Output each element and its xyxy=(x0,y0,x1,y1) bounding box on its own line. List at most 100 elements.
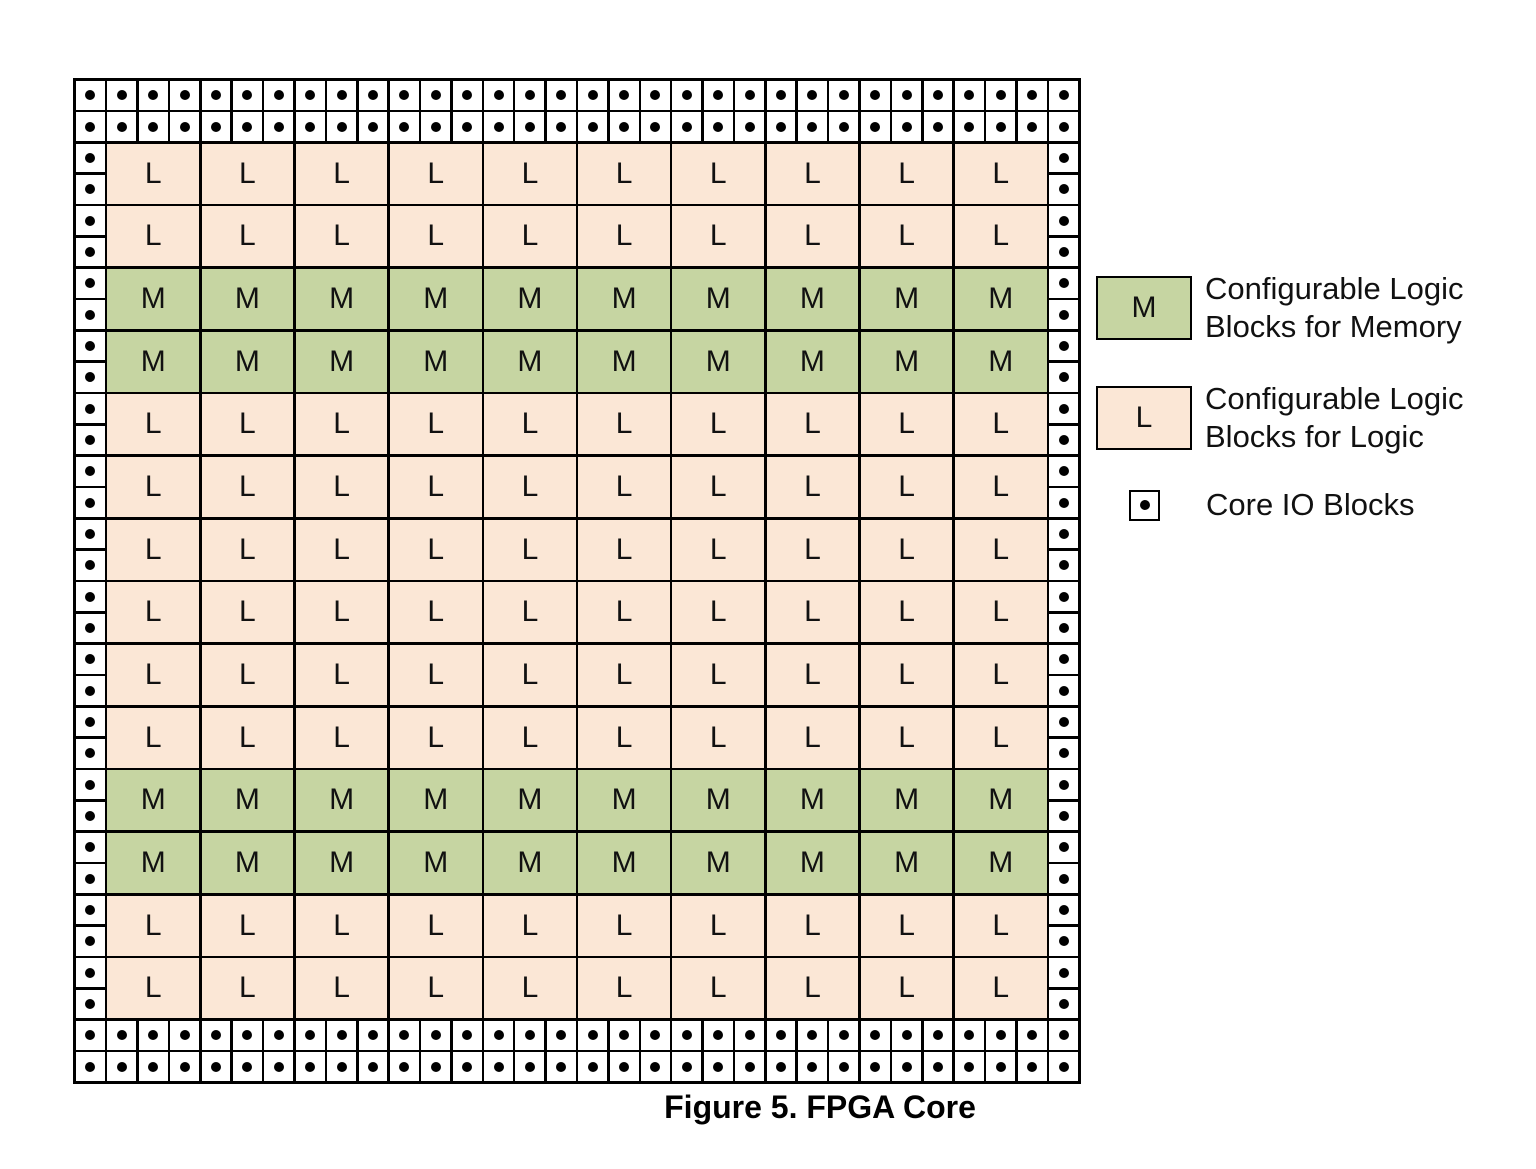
memory-swatch-letter: M xyxy=(1131,291,1157,324)
io-dot-icon xyxy=(85,466,96,477)
io-cell xyxy=(201,81,231,110)
io-dot-icon xyxy=(587,121,598,132)
io-cell xyxy=(1049,832,1078,862)
logic-block: L xyxy=(672,958,765,1019)
io-dot-icon xyxy=(650,90,661,101)
io-dot-icon xyxy=(85,842,96,853)
io-cell xyxy=(76,958,105,988)
memory-block: M xyxy=(107,770,200,831)
memory-block: M xyxy=(107,331,200,392)
io-cell xyxy=(1049,582,1078,612)
memory-block: M xyxy=(295,770,388,831)
logic-block: L xyxy=(201,394,294,455)
io-cell xyxy=(1049,958,1078,988)
io-cell xyxy=(107,81,137,110)
logic-block: L xyxy=(484,582,576,643)
io-dot-icon xyxy=(85,873,96,884)
io-cell xyxy=(703,1020,733,1050)
logic-block: L xyxy=(860,707,953,768)
io-cell xyxy=(735,81,765,110)
io-dot-icon xyxy=(1058,466,1069,477)
logic-block: L xyxy=(107,895,200,956)
logic-block: L xyxy=(578,582,670,643)
io-dot-icon xyxy=(211,1061,221,1072)
io-dot-icon xyxy=(932,1030,943,1041)
io-cell xyxy=(76,613,105,643)
io-dot-icon xyxy=(964,1030,975,1041)
memory-block: M xyxy=(201,770,294,831)
io-cell xyxy=(76,707,105,737)
logic-block: L xyxy=(766,519,859,580)
logic-block: L xyxy=(578,519,670,580)
io-cell xyxy=(484,1052,513,1081)
io-dot-icon xyxy=(838,1061,849,1072)
io-cell xyxy=(1049,456,1078,486)
io-cell xyxy=(1017,81,1047,110)
io-cell xyxy=(797,81,827,110)
io-cell xyxy=(327,1052,357,1081)
io-dot-icon xyxy=(430,1061,441,1072)
logic-block: L xyxy=(295,895,388,956)
io-dot-icon xyxy=(85,967,96,978)
logic-block: L xyxy=(484,206,576,267)
io-cell xyxy=(860,112,890,142)
io-cell xyxy=(609,81,639,110)
io-dot-icon xyxy=(1058,278,1069,289)
io-cell xyxy=(1049,268,1078,298)
memory-block: M xyxy=(389,331,482,392)
logic-block: L xyxy=(389,143,482,204)
io-cell xyxy=(1017,1052,1047,1081)
logic-block: L xyxy=(295,456,388,518)
logic-block: L xyxy=(295,143,388,204)
logic-block: L xyxy=(389,206,482,267)
io-cell xyxy=(76,331,105,361)
logic-block: L xyxy=(201,582,294,643)
io-cell xyxy=(1049,206,1078,236)
io-cell xyxy=(1017,1020,1047,1050)
io-cell xyxy=(76,394,105,424)
io-cell xyxy=(327,112,357,142)
io-dot-icon xyxy=(1058,435,1069,446)
io-cell xyxy=(421,1052,451,1081)
io-dot-icon xyxy=(1058,936,1069,947)
io-dot-icon xyxy=(1058,341,1069,352)
logic-block: L xyxy=(484,707,576,768)
io-cell xyxy=(76,770,105,800)
io-cell xyxy=(1049,425,1078,455)
io-dot-icon xyxy=(273,1061,284,1072)
io-dot-icon xyxy=(85,341,96,352)
io-cell xyxy=(358,1020,388,1050)
io-cell xyxy=(546,112,576,142)
io-cell xyxy=(452,112,482,142)
memory-block: M xyxy=(201,832,294,894)
memory-block: M xyxy=(484,268,576,330)
io-dot-icon xyxy=(305,90,316,101)
logic-block: L xyxy=(389,519,482,580)
io-dot-icon xyxy=(964,90,975,101)
io-dot-icon xyxy=(901,1061,912,1072)
io-dot-icon xyxy=(367,1030,378,1041)
io-dot-icon xyxy=(1027,1061,1038,1072)
io-cell xyxy=(1049,801,1078,831)
memory-block: M xyxy=(954,832,1047,894)
memory-block: M xyxy=(860,268,953,330)
logic-block: L xyxy=(201,143,294,204)
io-dot-icon xyxy=(1058,748,1069,759)
logic-block: L xyxy=(672,206,765,267)
io-cell xyxy=(954,1020,984,1050)
io-dot-icon xyxy=(1058,372,1069,383)
io-dot-icon xyxy=(1027,90,1038,101)
logic-block: L xyxy=(672,456,765,518)
logic-block: L xyxy=(860,895,953,956)
io-dot-icon xyxy=(430,1030,441,1041)
io-cell xyxy=(954,81,984,110)
logic-block: L xyxy=(578,895,670,956)
logic-block: L xyxy=(295,582,388,643)
io-dot-icon xyxy=(116,1030,127,1041)
logic-block: L xyxy=(295,958,388,1019)
io-cell xyxy=(1049,174,1078,204)
io-dot-icon xyxy=(776,1061,787,1072)
logic-block: L xyxy=(766,644,859,706)
io-dot-icon xyxy=(1058,716,1069,727)
io-cell xyxy=(1049,1020,1078,1050)
